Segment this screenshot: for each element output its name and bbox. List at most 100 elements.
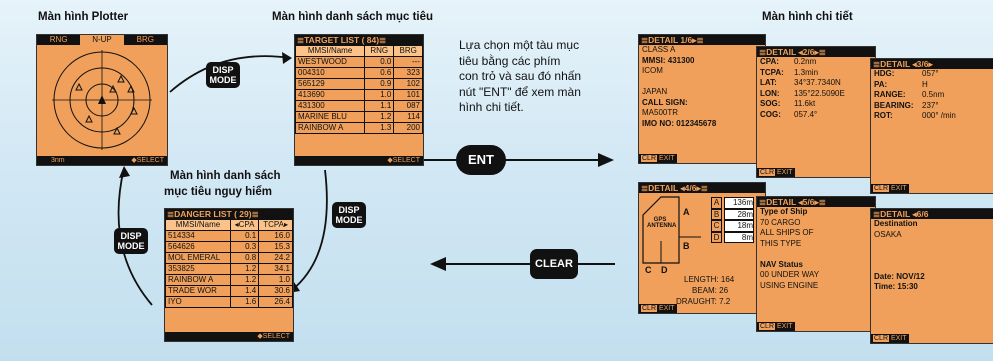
table-cell: 1.0	[364, 89, 395, 101]
plotter-footer: 3nm ◆SELECT	[37, 156, 167, 165]
detail-3-exit[interactable]: CLR EXIT	[871, 184, 909, 193]
detail-row: TCPA:1.3min	[760, 67, 819, 77]
detail-row: ROT:000° /min	[874, 111, 956, 120]
detail-2-exit[interactable]: CLR EXIT	[757, 168, 795, 177]
table-cell: 0.9	[364, 78, 395, 90]
detail-1-title: ≣DETAIL 1/6▸≣	[639, 35, 765, 45]
danger-list-select[interactable]: ◆SELECT	[165, 332, 293, 341]
gps-antenna-label: GPS ANTENNA	[647, 217, 677, 229]
table-cell: 34.1	[258, 263, 293, 275]
target-icon	[117, 74, 125, 83]
column-header: ◂CPA	[229, 219, 260, 231]
target-list-caption: Màn hình danh sách mục tiêu	[272, 11, 434, 23]
table-cell: 24.2	[258, 252, 293, 264]
table-cell: 1.3	[364, 122, 395, 134]
table-cell: 1.2	[229, 274, 260, 286]
ship-letter-c: C	[645, 265, 652, 275]
plotter-radar	[52, 50, 152, 150]
table-cell: MOL EMERAL	[165, 252, 231, 264]
detail-row: SOG:11.6kt	[760, 99, 816, 108]
table-cell: 565129	[295, 78, 366, 90]
detail-6-title: ≣DETAIL ◂6/6	[871, 209, 993, 219]
detail-row: PA:H	[874, 79, 928, 89]
table-cell: 30.6	[258, 285, 293, 297]
table-cell: 101	[393, 89, 423, 101]
target-icon	[130, 106, 138, 115]
ent-button[interactable]: ENT	[456, 145, 506, 175]
detail-4-exit[interactable]: CLR EXIT	[639, 304, 677, 313]
clear-arrow-head	[430, 257, 446, 271]
table-cell: 0.1	[229, 230, 260, 242]
detail-row: LON:135°22.5090E	[760, 88, 845, 98]
table-cell: WESTWOOD	[295, 56, 366, 68]
danger-list-title: ≣DANGER LIST ( 29)≣	[165, 209, 293, 219]
plotter-tab-nup[interactable]: N-UP	[80, 35, 124, 45]
detail-1-exit[interactable]: CLR EXIT	[639, 154, 677, 163]
plotter-tabs: RNG N-UP BRG	[37, 35, 167, 45]
target-list-select[interactable]: ◆SELECT	[295, 156, 423, 165]
plotter-range: 3nm	[51, 157, 65, 164]
plotter-caption: Màn hình Plotter	[38, 11, 129, 23]
detail-6-exit[interactable]: CLR EXIT	[871, 334, 909, 343]
table-cell: 0.3	[229, 241, 260, 253]
table-cell: RAINBOW A	[165, 274, 231, 286]
table-cell: 0.8	[229, 252, 260, 264]
detail-screen-1: ≣DETAIL 1/6▸≣ CLASS A MMSI: 431300 ICOM …	[638, 34, 766, 164]
table-cell: RAINBOW A	[295, 122, 366, 134]
plotter-select[interactable]: ◆SELECT	[131, 157, 164, 164]
table-cell: 15.3	[258, 241, 293, 253]
clear-button[interactable]: CLEAR	[530, 249, 578, 279]
detail-caption: Màn hình chi tiết	[762, 11, 853, 23]
ship-letter-d: D	[661, 265, 668, 275]
table-cell: 004310	[295, 67, 366, 79]
table-cell: 1.4	[229, 285, 260, 297]
target-icon	[127, 84, 135, 93]
detail-screen-6: ≣DETAIL ◂6/6 Destination OSAKA Date: NOV…	[870, 208, 993, 344]
table-cell: 514334	[165, 230, 231, 242]
table-cell: 323	[393, 67, 423, 79]
table-cell: 087	[393, 100, 423, 112]
table-cell: 200	[393, 122, 423, 134]
detail-screen-5: ≣DETAIL ◂5/6▸≣ Type of Ship 70 CARGO ALL…	[756, 196, 876, 332]
table-cell: IYO	[165, 296, 231, 308]
table-cell: 1.6	[229, 296, 260, 308]
plotter-tab-brg[interactable]: BRG	[136, 35, 154, 44]
danger-list-caption-line1: Màn hình danh sách	[170, 170, 281, 182]
table-cell: 564626	[165, 241, 231, 253]
detail-5-exit[interactable]: CLR EXIT	[757, 322, 795, 331]
plotter-screen: RNG N-UP BRG 3nm ◆SELECT	[36, 34, 168, 166]
column-header: TCPA▸	[258, 219, 293, 231]
detail-row: LAT:34°37.7340N	[760, 78, 841, 87]
table-cell: TRADE WOR	[165, 285, 231, 297]
cycle-arrow-left	[119, 166, 130, 178]
cycle-arc-top	[169, 55, 291, 93]
table-cell: 114	[393, 111, 423, 123]
detail-3-title: ≣DETAIL ◂3/6▸	[871, 59, 993, 69]
plotter-tab-rng[interactable]: RNG	[49, 35, 68, 44]
table-cell: 431300	[295, 100, 366, 112]
